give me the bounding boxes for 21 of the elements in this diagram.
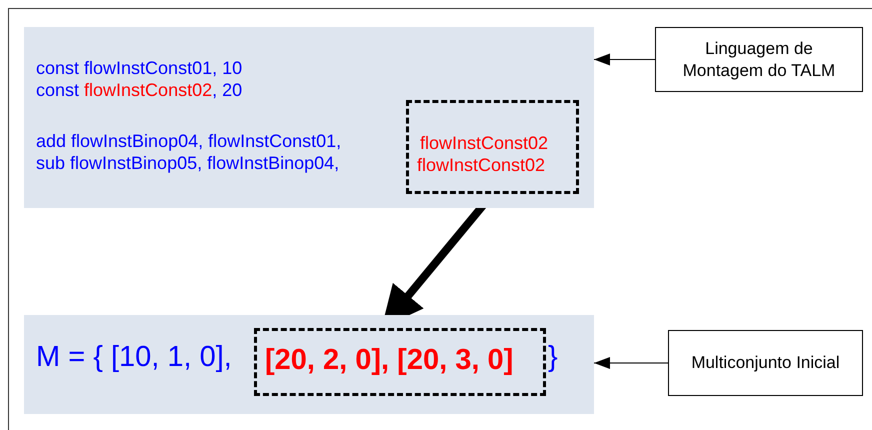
highlight-box	[406, 100, 579, 194]
formula-text: M = { [10, 1, 0],	[36, 341, 232, 374]
code-identifier: flowInstConst02	[420, 133, 548, 154]
multiset-panel	[24, 315, 594, 414]
code-keyword: const	[36, 80, 80, 100]
label-text: Linguagem de Montagem do TALM	[682, 38, 836, 82]
formula-text: }	[548, 341, 558, 374]
code-line: add flowInstBinop04, flowInstConst01,	[36, 131, 342, 152]
code-text: , 20	[212, 80, 242, 100]
label-box	[655, 27, 863, 92]
label-text: Multiconjunto Inicial	[690, 352, 841, 374]
code-panel	[24, 27, 594, 208]
code-line: sub flowInstBinop05, flowInstBinop04,	[36, 153, 340, 174]
arrow	[594, 357, 668, 369]
code-identifier: flowInstConst02	[417, 155, 546, 176]
arrow	[594, 54, 656, 66]
highlight-box	[254, 328, 546, 396]
label-box	[668, 330, 863, 396]
formula-text: [20, 2, 0], [20, 3, 0]	[265, 344, 514, 377]
code-line: const flowInstConst01, 10	[36, 58, 242, 79]
code-identifier: flowInstConst02	[84, 80, 212, 100]
